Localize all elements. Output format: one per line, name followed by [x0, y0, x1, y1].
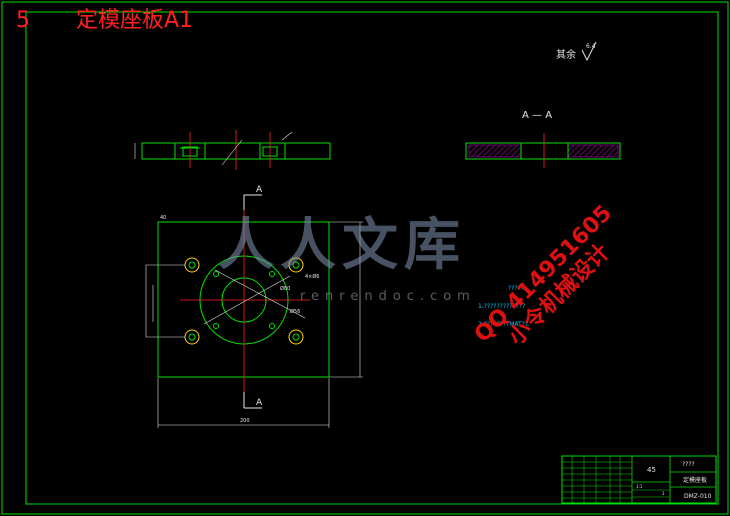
- sheet-number: 5: [16, 8, 30, 33]
- drawing-no-text: DMZ-010: [684, 493, 712, 500]
- dia1-text: Ø80: [280, 285, 290, 292]
- roughness-label: 其余: [556, 48, 576, 61]
- top-view: A A 200 Ø80 Ø56 4×Ø6 40: [145, 185, 363, 428]
- cut-label-bottom: A: [256, 398, 263, 408]
- technical-notes: ????? 1.????????????? 2.????????MAT??.: [478, 285, 530, 328]
- roughness-note: 其余 6.4: [556, 41, 597, 62]
- bolt-hole: [288, 329, 304, 345]
- front-view: [134, 130, 331, 170]
- title-block: 45 ???? 定模座板 DMZ-010 1:1 1: [561, 455, 717, 504]
- dia2-text: Ø56: [290, 308, 300, 315]
- cut-label-top: A: [256, 185, 263, 195]
- roughness-value: 6.4: [586, 43, 596, 50]
- sheet-title: 定模座板A1: [76, 8, 194, 33]
- title-block-top-right: ????: [682, 461, 695, 468]
- watermark-url: renrendoc.com: [300, 289, 476, 304]
- roughness-symbol-icon: [581, 41, 597, 62]
- bolt-text: 4×Ø6: [305, 273, 320, 280]
- notes-heading: ?????: [508, 285, 524, 292]
- bolt-hole: [184, 257, 200, 273]
- inner-frame: [25, 11, 719, 505]
- scale-text: 1:1: [636, 484, 643, 489]
- bolt-hole: [288, 257, 304, 273]
- bolt-hole: [184, 329, 200, 345]
- height-text: 40: [160, 215, 166, 221]
- sheet-count-text: 1: [662, 491, 665, 496]
- section-view: A — A: [465, 110, 621, 168]
- width-dim-text: 200: [240, 418, 250, 424]
- notes-line2: 2.????????MAT??.: [478, 321, 530, 328]
- plate-outline: [157, 221, 330, 378]
- section-title: A — A: [522, 110, 552, 121]
- watermark-brand: 人人文库: [218, 213, 466, 278]
- notes-line1: 1.?????????????: [478, 303, 525, 310]
- material-text: 45: [647, 466, 656, 474]
- part-name-text: 定模座板: [683, 476, 707, 484]
